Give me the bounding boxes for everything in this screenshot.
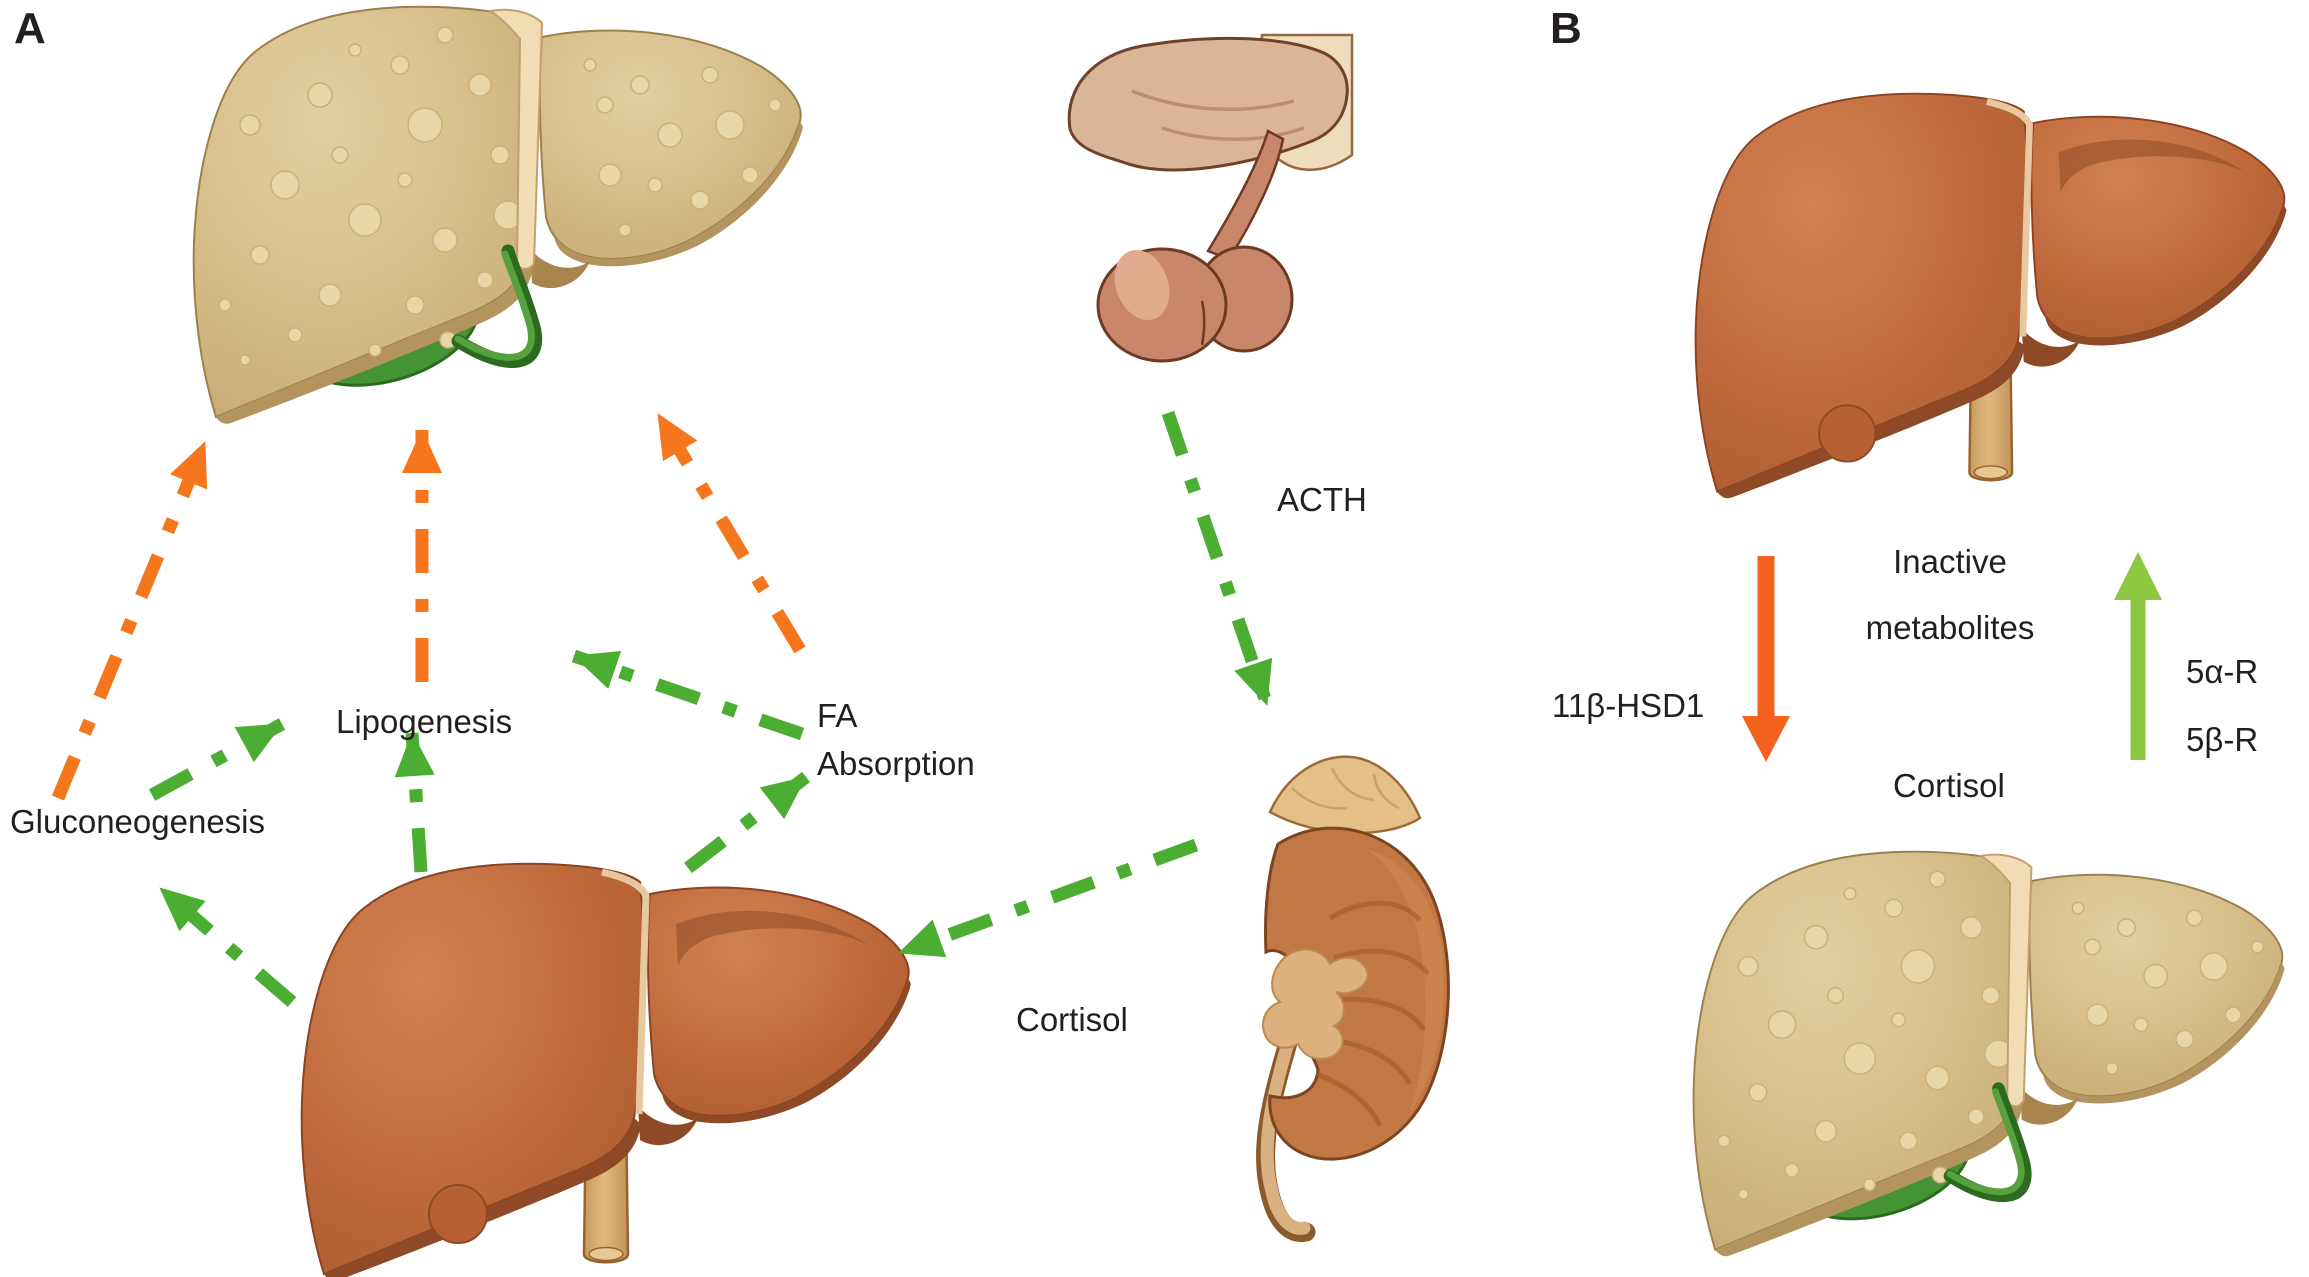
label-inactive-line2: metabolites [1865,609,2035,646]
healthy-liver-b [1696,94,2287,498]
panel-b-letter: B [1550,4,1582,53]
arrow-gluconeogenesis-to-fatty-liver [51,439,212,801]
arrow-liver-to-fa-absorption [684,771,810,874]
panel-a-letter: A [14,4,46,53]
arrow-liver-to-gluconeogenesis [155,883,297,1007]
label-gluconeogenesis: Gluconeogenesis [10,803,266,840]
arrow-fa-absorption-to-fatty-liver [652,410,806,654]
arrow-cortisol-regeneration-up [2114,552,2162,760]
arrow-cortisol-inactivation-down [1742,556,1790,762]
fatty-liver-b [1694,852,2285,1256]
arrow-acth-pituitary-to-adrenal [1161,410,1274,708]
label-cortisol-a: Cortisol [1016,1001,1128,1038]
arrow-gluconeogenesis-to-lipogenesis [148,718,286,801]
arrow-liver-to-lipogenesis [394,732,435,873]
label-11b-hsd1: 11β-HSD1 [1552,687,1705,724]
label-fa-line1: FA [817,697,858,734]
arrow-cortisol-kidney-to-liver [896,838,1199,960]
label-acth: ACTH [1277,481,1367,518]
label-cortisol-b: Cortisol [1893,767,2005,804]
label-5a-r: 5α-R [2186,653,2259,690]
arrow-fa-absorption-to-lipogenesis [571,649,805,741]
panel-b-arrows [1742,552,2162,762]
panel-a-arrows [51,410,1274,1007]
pituitary-gland [1067,33,1354,363]
label-lipogenesis: Lipogenesis [336,703,513,740]
label-fa-line2: Absorption [817,744,975,782]
fatty-liver-a [194,7,803,424]
healthy-liver-a [302,864,911,1277]
label-5b-r: 5β-R [2186,721,2259,758]
kidney-adrenal [1263,757,1448,1233]
label-fa-absorption: FA Absorption [817,692,975,788]
label-inactive-line1: Inactive [1893,543,2007,580]
